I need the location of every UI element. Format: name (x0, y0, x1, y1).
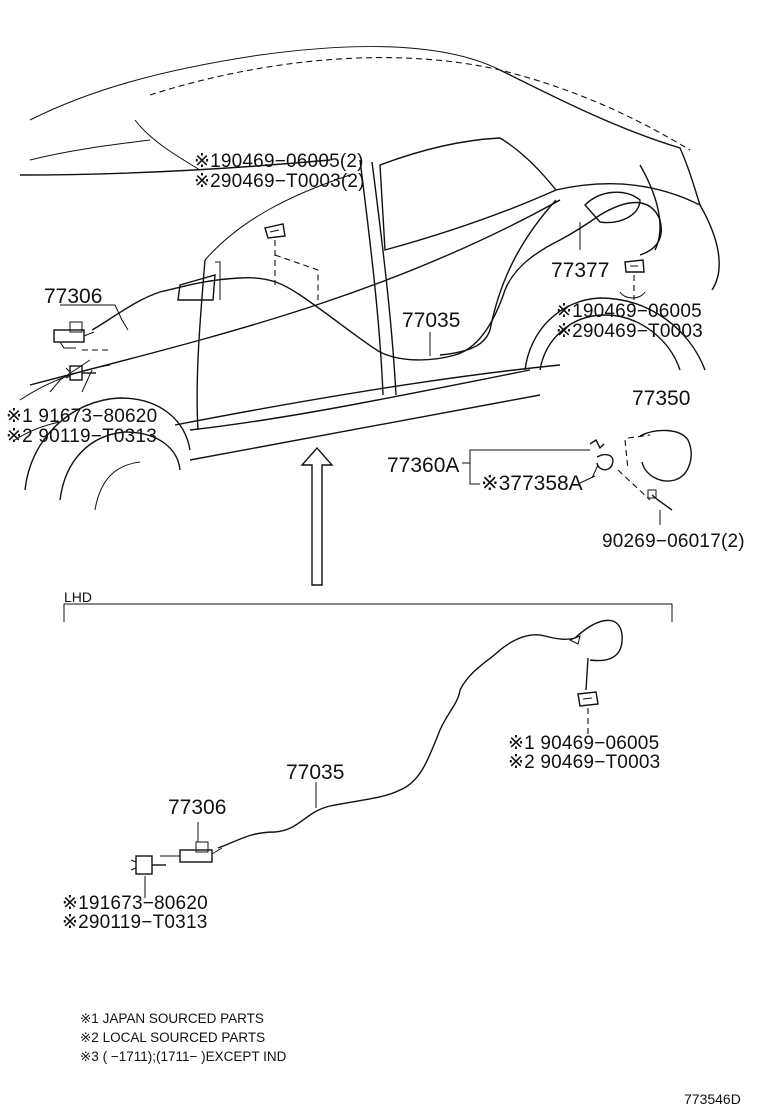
lid-lock-77306-bottom (160, 841, 223, 863)
footnote-2: ※2 LOCAL SOURCED PARTS (80, 1030, 266, 1045)
fuel-lid-opener-cable-top (91, 201, 662, 361)
label-90469-bottom-1: ※1 90469−06005 (508, 733, 660, 754)
car-body-outline (14, 46, 720, 511)
label-77377: 77377 (551, 259, 610, 282)
label-90469-bottom-2: ※2 90469−T0003 (508, 752, 661, 773)
leader-lines-bottom (144, 782, 317, 898)
clamp-90469-bottom (577, 691, 599, 735)
footnote-3: ※3 ( −1711);(1711− )EXCEPT IND (80, 1049, 287, 1064)
label-lhd: LHD (64, 589, 93, 605)
fuel-filler-door-parts (589, 429, 692, 525)
fuel-lid-opener-cable-bottom (217, 619, 623, 849)
clamp-90469-top (264, 223, 286, 239)
label-77306-bottom: 77306 (168, 796, 227, 819)
bolt-91673-bottom (130, 855, 166, 875)
lid-lock-77306-top (53, 321, 95, 349)
label-90119-top: ※2 90119−T0313 (6, 426, 157, 447)
label-90469-top-1: ※190469−06005(2) (194, 151, 364, 172)
label-77035-bottom: 77035 (286, 761, 345, 784)
label-90469-right-2: ※290469−T0003 (556, 321, 703, 342)
clamp-90469-right (624, 259, 645, 273)
label-77360A: 77360A (387, 454, 460, 477)
footnote-1: ※1 JAPAN SOURCED PARTS (80, 1011, 264, 1026)
leader-lines-top (49, 222, 646, 393)
lhd-bracket (63, 603, 673, 622)
diagram-code: 773546D (684, 1091, 741, 1107)
label-90469-top-2: ※290469−T0003(2) (194, 171, 365, 192)
label-91673-top: ※1 91673−80620 (6, 406, 158, 427)
label-77306-top: 77306 (44, 285, 103, 308)
label-77350: 77350 (632, 387, 691, 410)
label-77035-top: 77035 (402, 309, 461, 332)
label-91673-bottom: ※191673−80620 (62, 893, 208, 914)
label-77358A: ※377358A (481, 472, 583, 495)
label-90469-right-1: ※190469−06005 (556, 301, 702, 322)
label-90269: 90269−06017(2) (602, 531, 745, 552)
direction-arrow (300, 446, 334, 586)
label-90119-bottom: ※290119−T0313 (62, 912, 208, 933)
bracket-77360A (462, 449, 596, 485)
